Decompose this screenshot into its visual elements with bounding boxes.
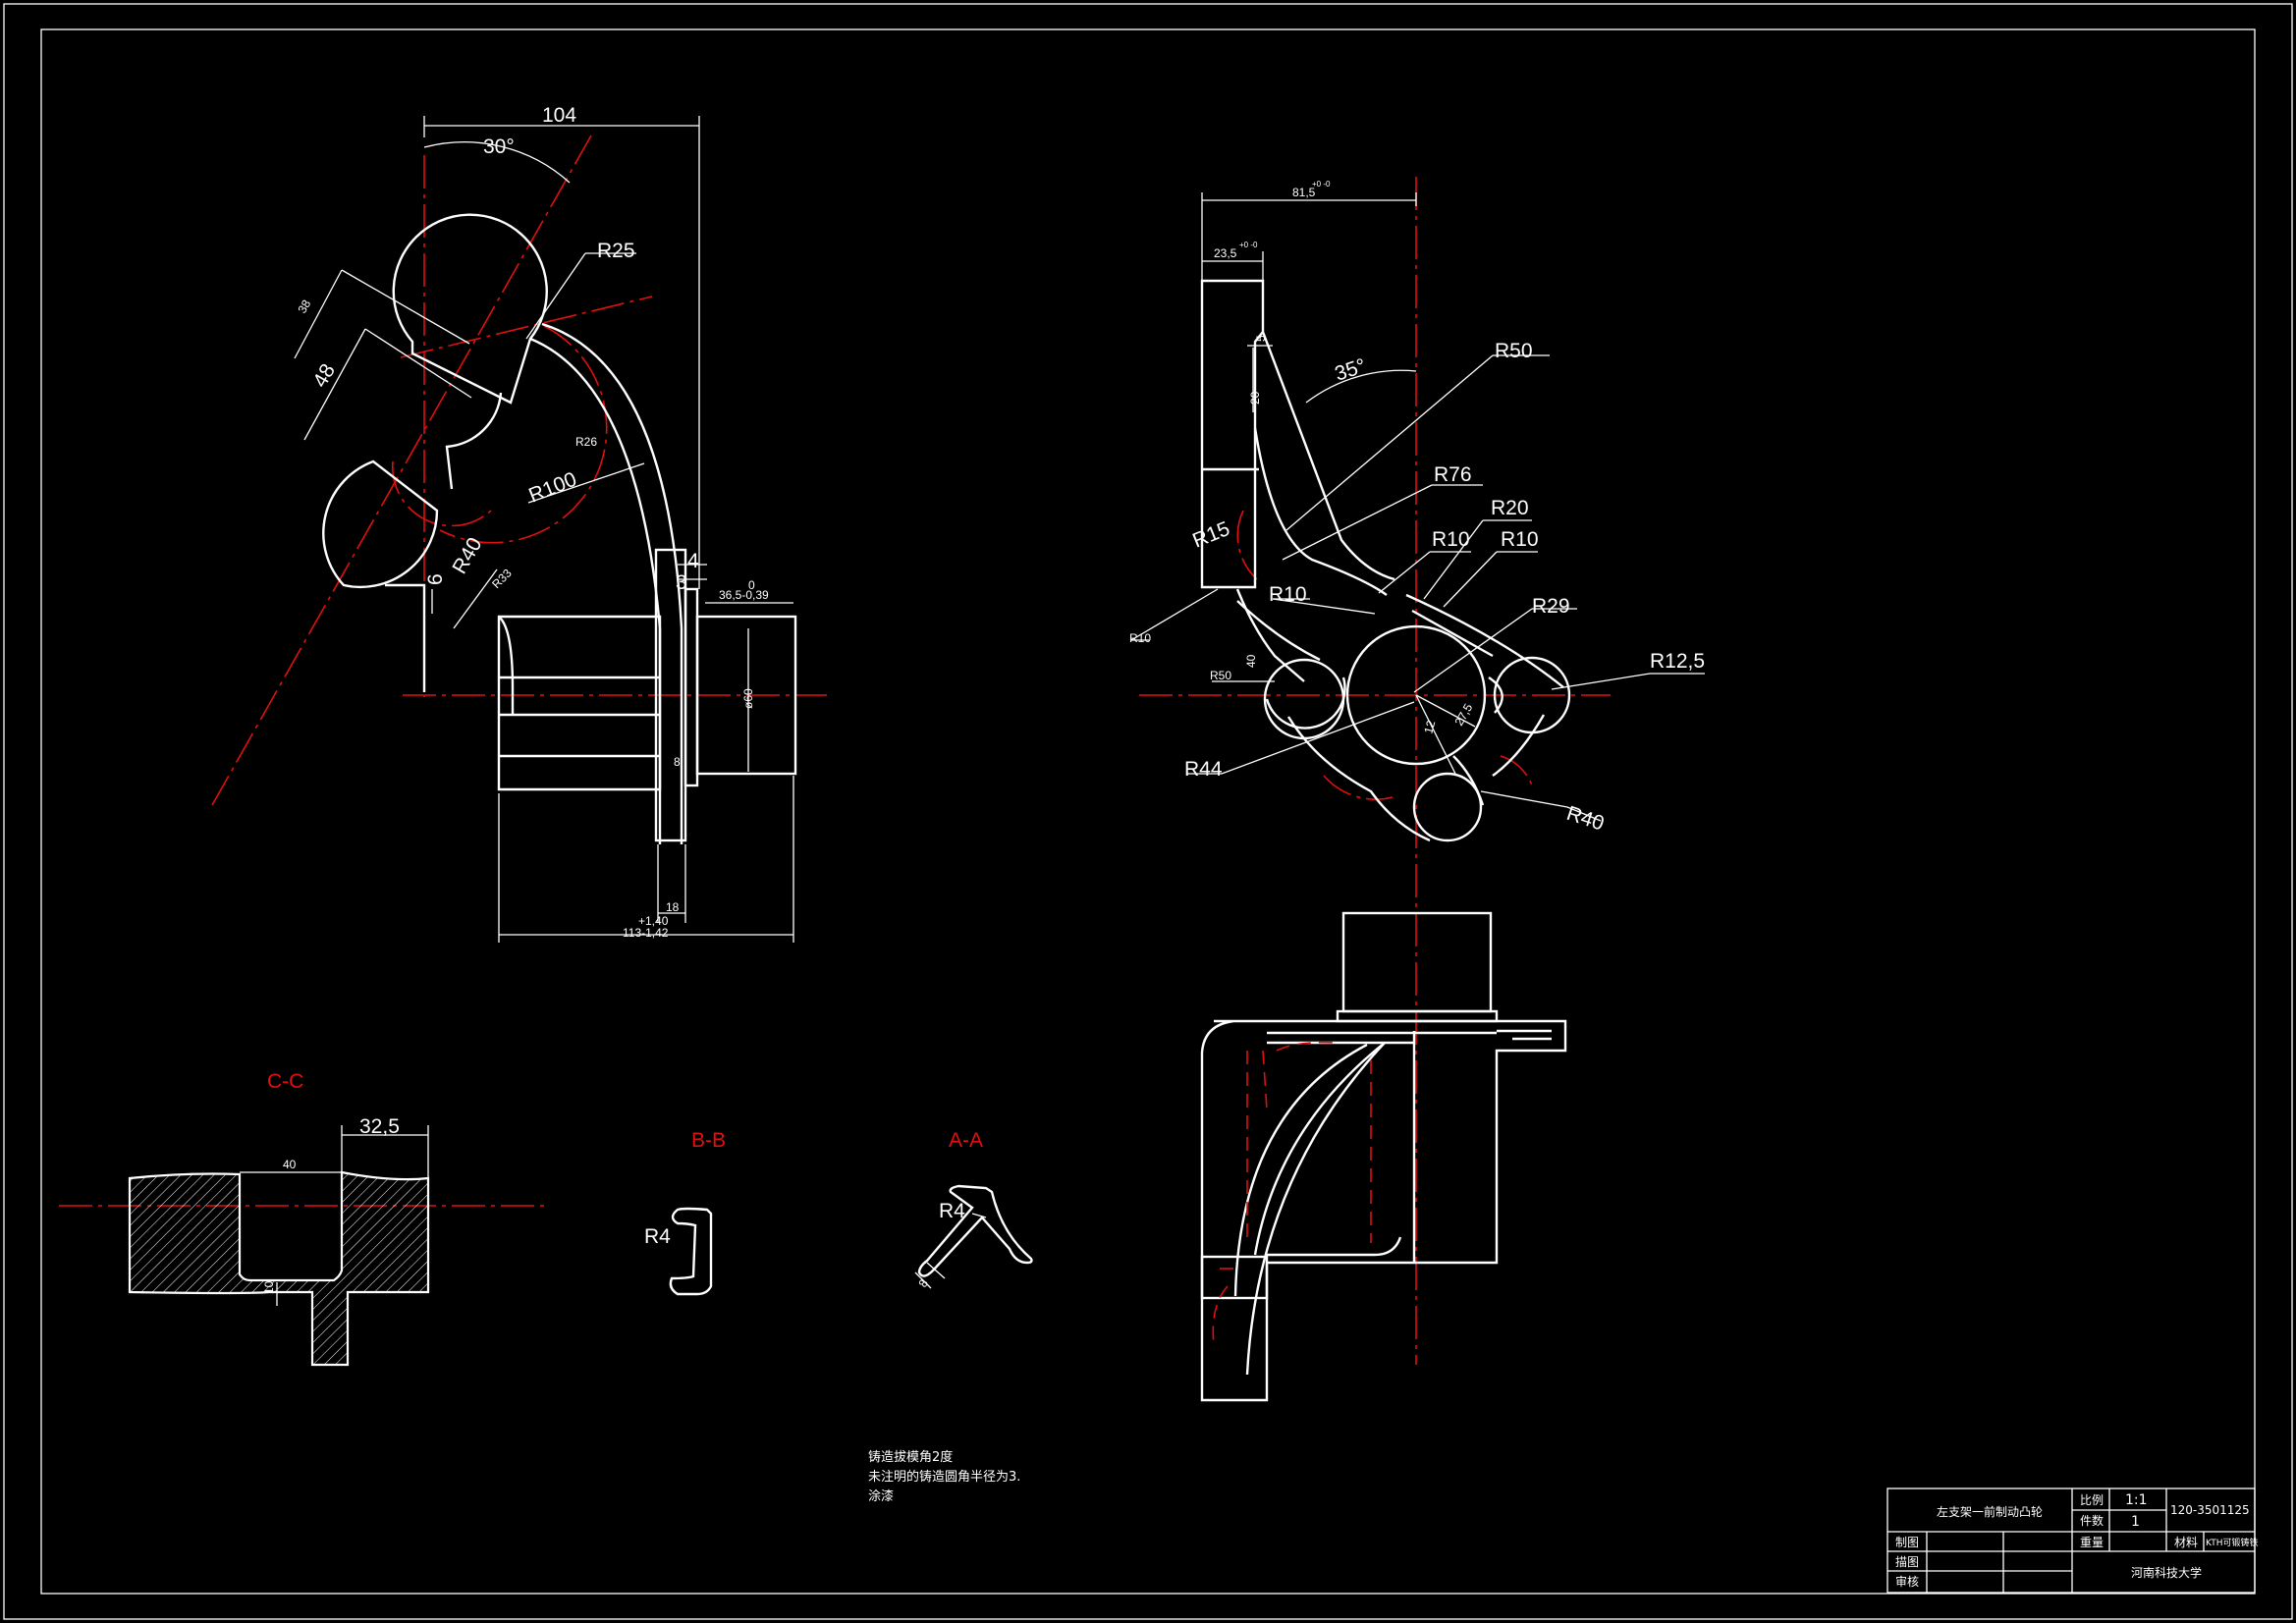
section-c-c (59, 1125, 550, 1367)
tb-scale-label: 比例 (2080, 1493, 2104, 1507)
bb-r4: R4 (644, 1225, 671, 1248)
tb-drawing-no: 120-3501125 (2170, 1503, 2250, 1517)
v2-dim-23-5-tol: +0 -0 (1239, 241, 1258, 249)
tb-review-label: 审核 (1895, 1574, 1919, 1589)
note-line-2: 未注明的铸造圆角半径为3. (868, 1469, 1020, 1485)
v2-dim-5: 5 (1254, 335, 1268, 342)
v1-dim-total: 113-1,42 (623, 926, 669, 940)
v2-r15: R15 (1189, 517, 1232, 553)
bb-label: B-B (691, 1129, 726, 1152)
view-left-main (211, 116, 827, 943)
v2-r50: R50 (1495, 340, 1533, 362)
v2-r10-c: R10 (1269, 583, 1307, 606)
tb-material-value: KTH可锻铸铁 (2206, 1537, 2258, 1548)
v2-r10-d: R10 (1129, 631, 1151, 645)
tb-count-label: 件数 (2080, 1513, 2104, 1528)
v2-r40: R40 (1563, 802, 1607, 836)
v2-r20: R20 (1491, 497, 1529, 519)
tb-drawn-by-label: 制图 (1895, 1536, 1919, 1549)
aa-dim-8: 8 (915, 1276, 931, 1289)
cc-dim-40: 40 (283, 1158, 297, 1171)
view-right-bottom (1200, 911, 1567, 1402)
tb-material-label: 材料 (2174, 1536, 2198, 1549)
v1-r26: R26 (575, 435, 597, 449)
v2-r12-5: R12,5 (1650, 650, 1705, 673)
v1-r100: R100 (525, 468, 579, 508)
v1-dim-hub-top: 0 (748, 578, 755, 592)
cc-dim-10: 10 (262, 1280, 276, 1294)
tb-school: 河南科技大学 (2131, 1565, 2202, 1580)
tb-count-value: 1 (2131, 1514, 2140, 1530)
cc-label: C-C (267, 1070, 303, 1093)
v1-dim-3: 3 (676, 571, 687, 594)
section-a-a (914, 1184, 1033, 1289)
v2-r76: R76 (1434, 463, 1472, 486)
v2-r10-a: R10 (1432, 528, 1470, 551)
v1-dim-4: 4 (687, 550, 699, 572)
cc-dim-32-5: 32,5 (359, 1115, 400, 1138)
v2-r29: R29 (1532, 595, 1570, 618)
v1-dim-hub: 36,5-0,39 (719, 588, 769, 602)
v1-r40: R40 (448, 534, 486, 578)
section-b-b (669, 1207, 713, 1296)
note-line-1: 铸造拔模角2度 (868, 1449, 953, 1465)
v2-dim-12: 12 (1421, 719, 1438, 735)
v2-angle-35: 35° (1332, 354, 1368, 386)
v1-dim-18: 18 (666, 900, 680, 914)
v1-dim-104: 104 (542, 104, 576, 127)
v1-dim-48: 48 (308, 360, 340, 392)
v2-r50-b: R50 (1210, 669, 1231, 682)
v1-angle-30: 30° (483, 135, 515, 158)
v2-dim-81-5: 81,5 (1292, 186, 1316, 199)
v2-dim-27-5: 27,5 (1451, 701, 1475, 729)
v1-dim-dia60: ø60 (741, 688, 755, 709)
v2-dim-20: 20 (1248, 391, 1262, 405)
title-block (1886, 1488, 2256, 1594)
v2-dim-81-5-tol: +0 -0 (1312, 180, 1331, 189)
view-right-top (1130, 177, 1705, 1365)
aa-label: A-A (949, 1129, 983, 1152)
note-line-3: 涂漆 (868, 1488, 894, 1504)
v1-r25: R25 (597, 240, 635, 262)
outer-frame (3, 3, 2293, 1620)
v2-dim-23-5: 23,5 (1214, 246, 1237, 260)
tb-weight-label: 重量 (2080, 1536, 2104, 1549)
v1-dim-38: 38 (295, 298, 313, 316)
v2-dim-40: 40 (1244, 654, 1258, 668)
inner-frame (40, 28, 2256, 1595)
aa-r4: R4 (939, 1200, 965, 1222)
v1-dim-8: 8 (674, 755, 681, 769)
tb-part-name: 左支架一前制动凸轮 (1937, 1504, 2043, 1519)
v2-r10-b: R10 (1501, 528, 1539, 551)
v1-r33: R33 (489, 566, 515, 591)
v1-dim-6: 6 (424, 573, 447, 585)
tb-scale-value: 1:1 (2125, 1492, 2148, 1508)
tb-draft-label: 描图 (1895, 1555, 1919, 1569)
v2-r44: R44 (1184, 758, 1223, 781)
v1-dim-total-tol: +1,40 (638, 914, 669, 928)
